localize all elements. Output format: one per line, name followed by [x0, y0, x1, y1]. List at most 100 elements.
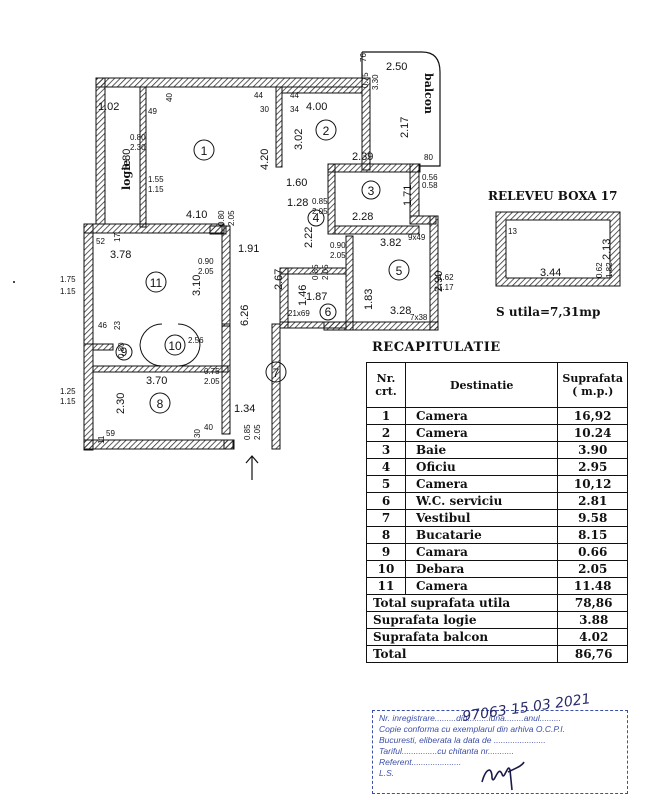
dimension: 2.30 [115, 393, 127, 414]
room-number: 7 [273, 366, 280, 380]
dimension: 9x49 [408, 233, 426, 242]
room-number: 9 [121, 345, 128, 359]
dimension: 1.91 [238, 243, 259, 255]
dimension: 0.75 [204, 367, 220, 376]
recap-title: RECAPITULATIE [372, 340, 501, 355]
dimension: 0.62 [595, 262, 604, 278]
dimension: 0.56 [422, 173, 438, 182]
row-nr: 11 [366, 577, 406, 595]
total-value: 86,76 [557, 645, 628, 663]
row-suprafata: 2.95 [557, 458, 628, 476]
room-number: 1 [201, 144, 208, 158]
dimension: 52 [96, 237, 105, 246]
room-number: 3 [368, 184, 375, 198]
balcon-outline [362, 51, 441, 167]
dimension: 1.55 [148, 175, 164, 184]
dimension: 59 [106, 429, 115, 438]
stamp-line: Copie conforma cu exemplarul din arhiva … [379, 724, 565, 734]
dimension: 1.62 [438, 273, 454, 282]
dimension: 21x69 [288, 309, 310, 318]
row-nr: 8 [366, 526, 406, 544]
header-suprafata: Suprafata ( m.p.) [557, 362, 628, 408]
dimension: 1.28 [287, 197, 308, 209]
row-suprafata: 10.24 [557, 424, 628, 442]
total-value: 3.88 [557, 611, 628, 629]
row-suprafata: 0.66 [557, 543, 628, 561]
walls [83, 77, 439, 451]
dimension: 2.30 [130, 143, 146, 152]
dimension: 76 [359, 53, 368, 62]
dimension: 2.05 [227, 210, 236, 226]
dimension: 17 [113, 233, 122, 242]
row-destinatie: Bucatarie [404, 526, 559, 544]
room-number: 10 [168, 339, 182, 353]
row-suprafata: 10,12 [557, 475, 628, 493]
dimension: 2.05 [312, 207, 328, 216]
room-number: 5 [396, 264, 403, 278]
dimension: 2.67 [273, 269, 285, 290]
room-number: 2 [323, 124, 330, 138]
dimension: 1.15 [148, 185, 164, 194]
dimension: 0.58 [422, 181, 438, 190]
dimension: 1.75 [60, 275, 76, 284]
dimension: 1.83 [363, 289, 375, 310]
stamp-line: Bucuresti, eliberata la data de ........… [379, 735, 546, 745]
dimension: 4.20 [259, 149, 271, 170]
dimension: 4.10 [186, 209, 207, 221]
header-destinatie: Destinatie [404, 362, 559, 408]
dimension: 13 [508, 227, 517, 236]
row-suprafata: 11.48 [557, 577, 628, 595]
dimension: 2.05 [198, 267, 214, 276]
dimension: 23 [113, 321, 122, 330]
room-markers [115, 119, 410, 414]
signature [481, 761, 525, 791]
dimension: 0.80 [130, 133, 146, 142]
dimension: 46 [98, 321, 107, 330]
dimension: 44 [254, 91, 263, 100]
dimension: 3.82 [380, 237, 401, 249]
room-dimensions: 4.20 4.10 3.80 4.00 3.02 2.17 2.39 2.28 … [110, 101, 445, 415]
row-nr: 3 [366, 441, 406, 459]
dimension: 1.60 [286, 177, 307, 189]
total-label: Total suprafata utila [365, 594, 559, 612]
row-destinatie: Camera [404, 407, 559, 425]
dimension: 3.80 [121, 149, 133, 170]
dimension: 2.22 [303, 227, 315, 248]
dimension: 34 [290, 105, 299, 114]
dimension: 3.44 [540, 267, 561, 279]
row-nr: 4 [366, 458, 406, 476]
room-numbers: 1 2 3 4 5 6 7 8 9 10 11 [121, 124, 403, 411]
dimension: 2.05 [253, 424, 262, 440]
total-label: Suprafata balcon [365, 628, 559, 646]
dimension: 2.39 [352, 151, 373, 163]
room-number: 8 [157, 397, 164, 411]
dimension: 1.87 [306, 291, 327, 303]
dimension: 2.56 [188, 336, 204, 345]
row-nr: 1 [366, 407, 406, 425]
dimension: 1.46 [297, 285, 309, 306]
dimension: 2.17 [399, 117, 411, 138]
row-destinatie: Vestibul [404, 509, 559, 527]
dimension: 2.05 [321, 264, 330, 280]
boxa-area: S utila=7,31mp [496, 305, 600, 319]
row-destinatie: Oficiu [404, 458, 559, 476]
room-number: 11 [150, 276, 163, 290]
stamp-line: Nr. inregistrare.........din.........lun… [379, 713, 562, 723]
room-number: 6 [325, 305, 332, 319]
row-destinatie: W.C. serviciu [404, 492, 559, 510]
ocpi-stamp: Nr. inregistrare.........din.........lun… [372, 710, 628, 794]
total-label: Total [365, 645, 559, 663]
dimension: 0.90 [330, 241, 346, 250]
